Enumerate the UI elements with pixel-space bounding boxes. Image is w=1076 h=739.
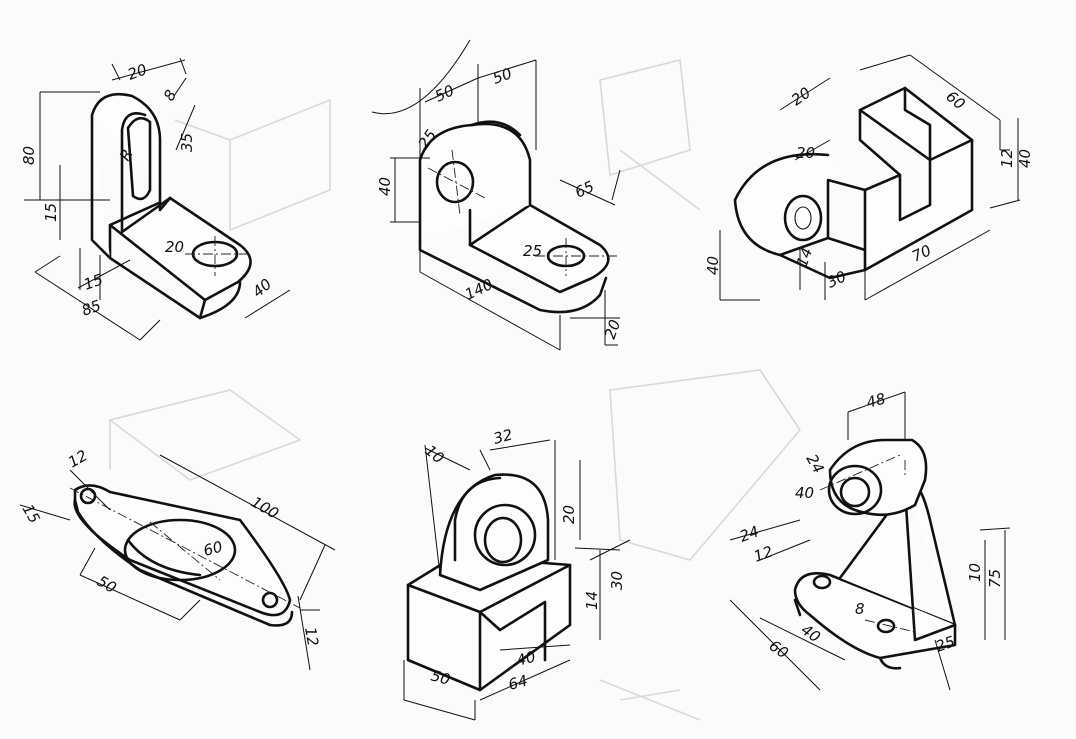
drawing-pillow-block: 10 32 20 30 14 50 40 64 [403,426,631,721]
flange-bolt-hole-right [261,591,279,609]
angle-base-hole-right [876,618,896,634]
dim-label: 24 [737,522,761,545]
dim-label: 20 [601,317,624,341]
angle-base-hole-left [812,574,832,590]
dim-label: 140 [462,275,496,303]
background-ghost-lines [108,59,801,721]
slotted-round-end [733,152,867,257]
dim-label: 60 [942,87,968,113]
slotted-block-edges [858,86,974,177]
dim-label: 50 [490,64,514,87]
flange-bolt-hole-left [79,487,97,505]
dim-label: 8 [160,87,180,104]
dim-label: 14 [793,245,816,269]
dim-label: 12 [998,149,1016,168]
dim-label: 40 [704,256,722,275]
dim-label: 40 [376,177,394,196]
bracket-upright-side [120,112,172,234]
dim-label: 48 [864,390,887,412]
dim-label: 14 [583,591,601,610]
dim-label: 12 [301,626,322,648]
pillow-hole-outer [473,503,537,567]
dim-label: 35 [178,133,196,152]
dim-label: 25 [933,632,957,655]
dim-label: 20 [796,144,815,162]
dim-label: 40 [795,484,814,502]
bearing-upright-top [470,120,522,137]
dim-label: 70 [909,241,934,265]
drawing-angle-bracket: 48 24 40 24 12 10 75 8 60 40 25 [729,390,1011,691]
bracket-slot [126,116,152,201]
dim-label: 50 [429,666,452,688]
dim-label: 20 [788,84,814,110]
dim-label: 15 [19,501,44,527]
dim-label: 20 [125,60,149,83]
drawing-bearing-block: 50 50 40 25 65 25 140 20 [371,39,624,351]
bearing-upright-hole [435,160,475,204]
bearing-base-front [418,238,608,314]
dim-label: 32 [491,426,514,448]
dim-label: 50 [94,572,120,597]
dim-label: 15 [81,270,105,293]
dim-label: 40 [249,275,275,301]
angle-boss-hole-outer [827,464,883,516]
angle-boss-hole-inner [839,476,871,508]
dim-label: 85 [79,296,103,319]
dim-label: 10 [966,563,984,582]
dim-label: 60 [201,538,224,560]
slotted-hole [783,194,823,242]
dim-label: 25 [523,242,542,260]
drawing-bracket-l: 20 8 80 35 R 20 15 15 85 40 [20,57,291,341]
dim-label: 20 [560,505,578,524]
dim-label: 8 [855,600,865,618]
flange-center-hole [123,518,237,582]
dim-label: 40 [514,648,537,670]
dim-label: 20 [165,238,184,256]
dim-label: 40 [1016,149,1034,168]
dim-label: 64 [506,672,529,694]
dim-label: 15 [42,203,60,222]
pillow-hole-inner [483,516,523,564]
dim-label: 12 [65,446,91,471]
drawing-slotted-block: 20 60 20 12 40 40 70 14 30 [704,54,1034,301]
dim-label: 65 [572,177,597,201]
bracket-base-edge [198,298,207,320]
dim-label: 30 [608,571,626,590]
dim-label: 30 [824,267,849,291]
dim-label: 50 [432,81,457,105]
dim-label: 80 [20,146,38,165]
dim-label: 24 [803,451,828,477]
bearing-base-top [468,203,610,294]
drawing-flange-plate: 12 15 100 60 50 12 [19,446,336,671]
dim-label: 75 [986,569,1004,588]
dim-label: 12 [751,542,775,565]
